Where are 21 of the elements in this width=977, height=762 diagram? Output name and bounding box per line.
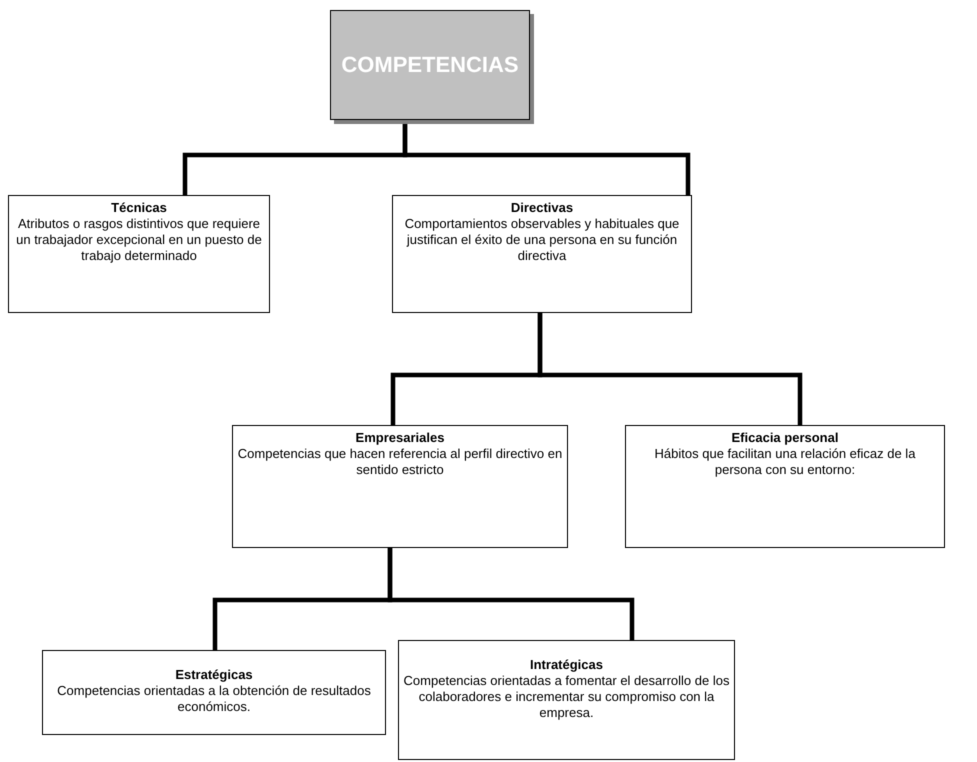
title-text: COMPETENCIAS [341,51,519,79]
category-heading: Intratégicas [529,657,604,673]
category-box [625,425,945,548]
category-heading: Estratégicas [174,667,254,683]
category-description: Comportamientos observables y habituales que justifican el éxito de una persona en su función directiva [404,216,680,264]
category-box [398,640,735,760]
category-description: Atributos o rasgos distintivos que requiere un trabajador excepcional en un puesto de trabajo determinado [15,216,263,264]
connector-line [388,548,634,640]
category-heading: Eficacia personal [730,430,840,446]
category-description: Competencias orientadas a la obtención de resultados económicos. [56,683,372,715]
category-box [392,195,692,313]
category-box [42,650,386,735]
category-heading: Directivas [510,200,574,216]
connector-line [538,313,802,425]
category-description: Competencias que hacen referencia al perfil directivo en sentido estricto [237,446,563,478]
category-box [8,195,270,313]
category-heading: Técnicas [110,200,168,216]
category-description: Hábitos que facilitan una relación eficaz de la persona con su entorno: [654,446,916,478]
category-box [232,425,568,548]
category-description: Competencias orientadas a fomentar el desarrollo de los colaboradores e incrementar su compromiso con la empresa. [403,673,730,721]
category-heading: Empresariales [354,430,446,446]
